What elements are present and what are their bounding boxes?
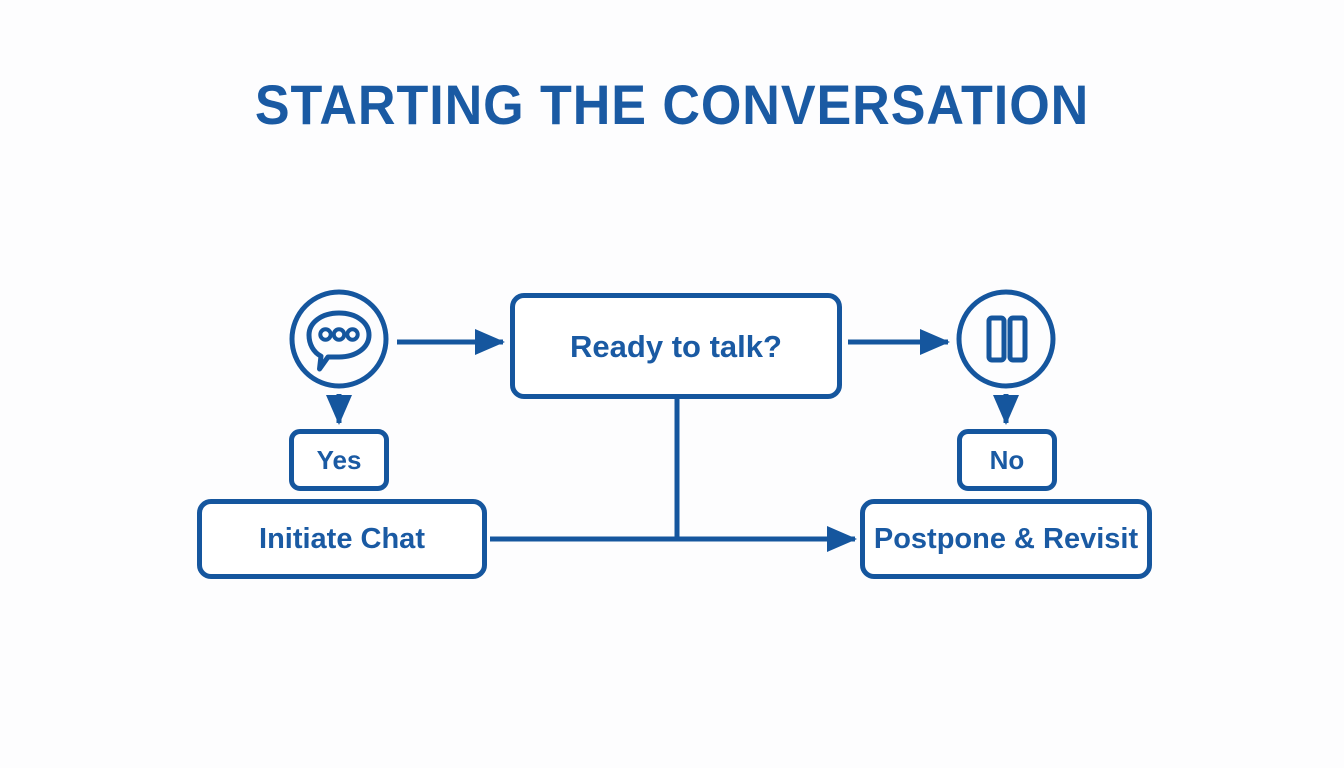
chat-bubble-dots-icon[interactable] [288, 288, 390, 390]
node-yes[interactable]: Yes [289, 429, 389, 491]
pause-circle-icon[interactable] [955, 288, 1057, 390]
node-initiate-chat[interactable]: Initiate Chat [197, 499, 487, 579]
node-ready-to-talk[interactable]: Ready to talk? [510, 293, 842, 399]
page-title: STARTING THE CONVERSATION [254, 73, 1090, 136]
node-no[interactable]: No [957, 429, 1057, 491]
node-postpone-revisit[interactable]: Postpone & Revisit [860, 499, 1152, 579]
